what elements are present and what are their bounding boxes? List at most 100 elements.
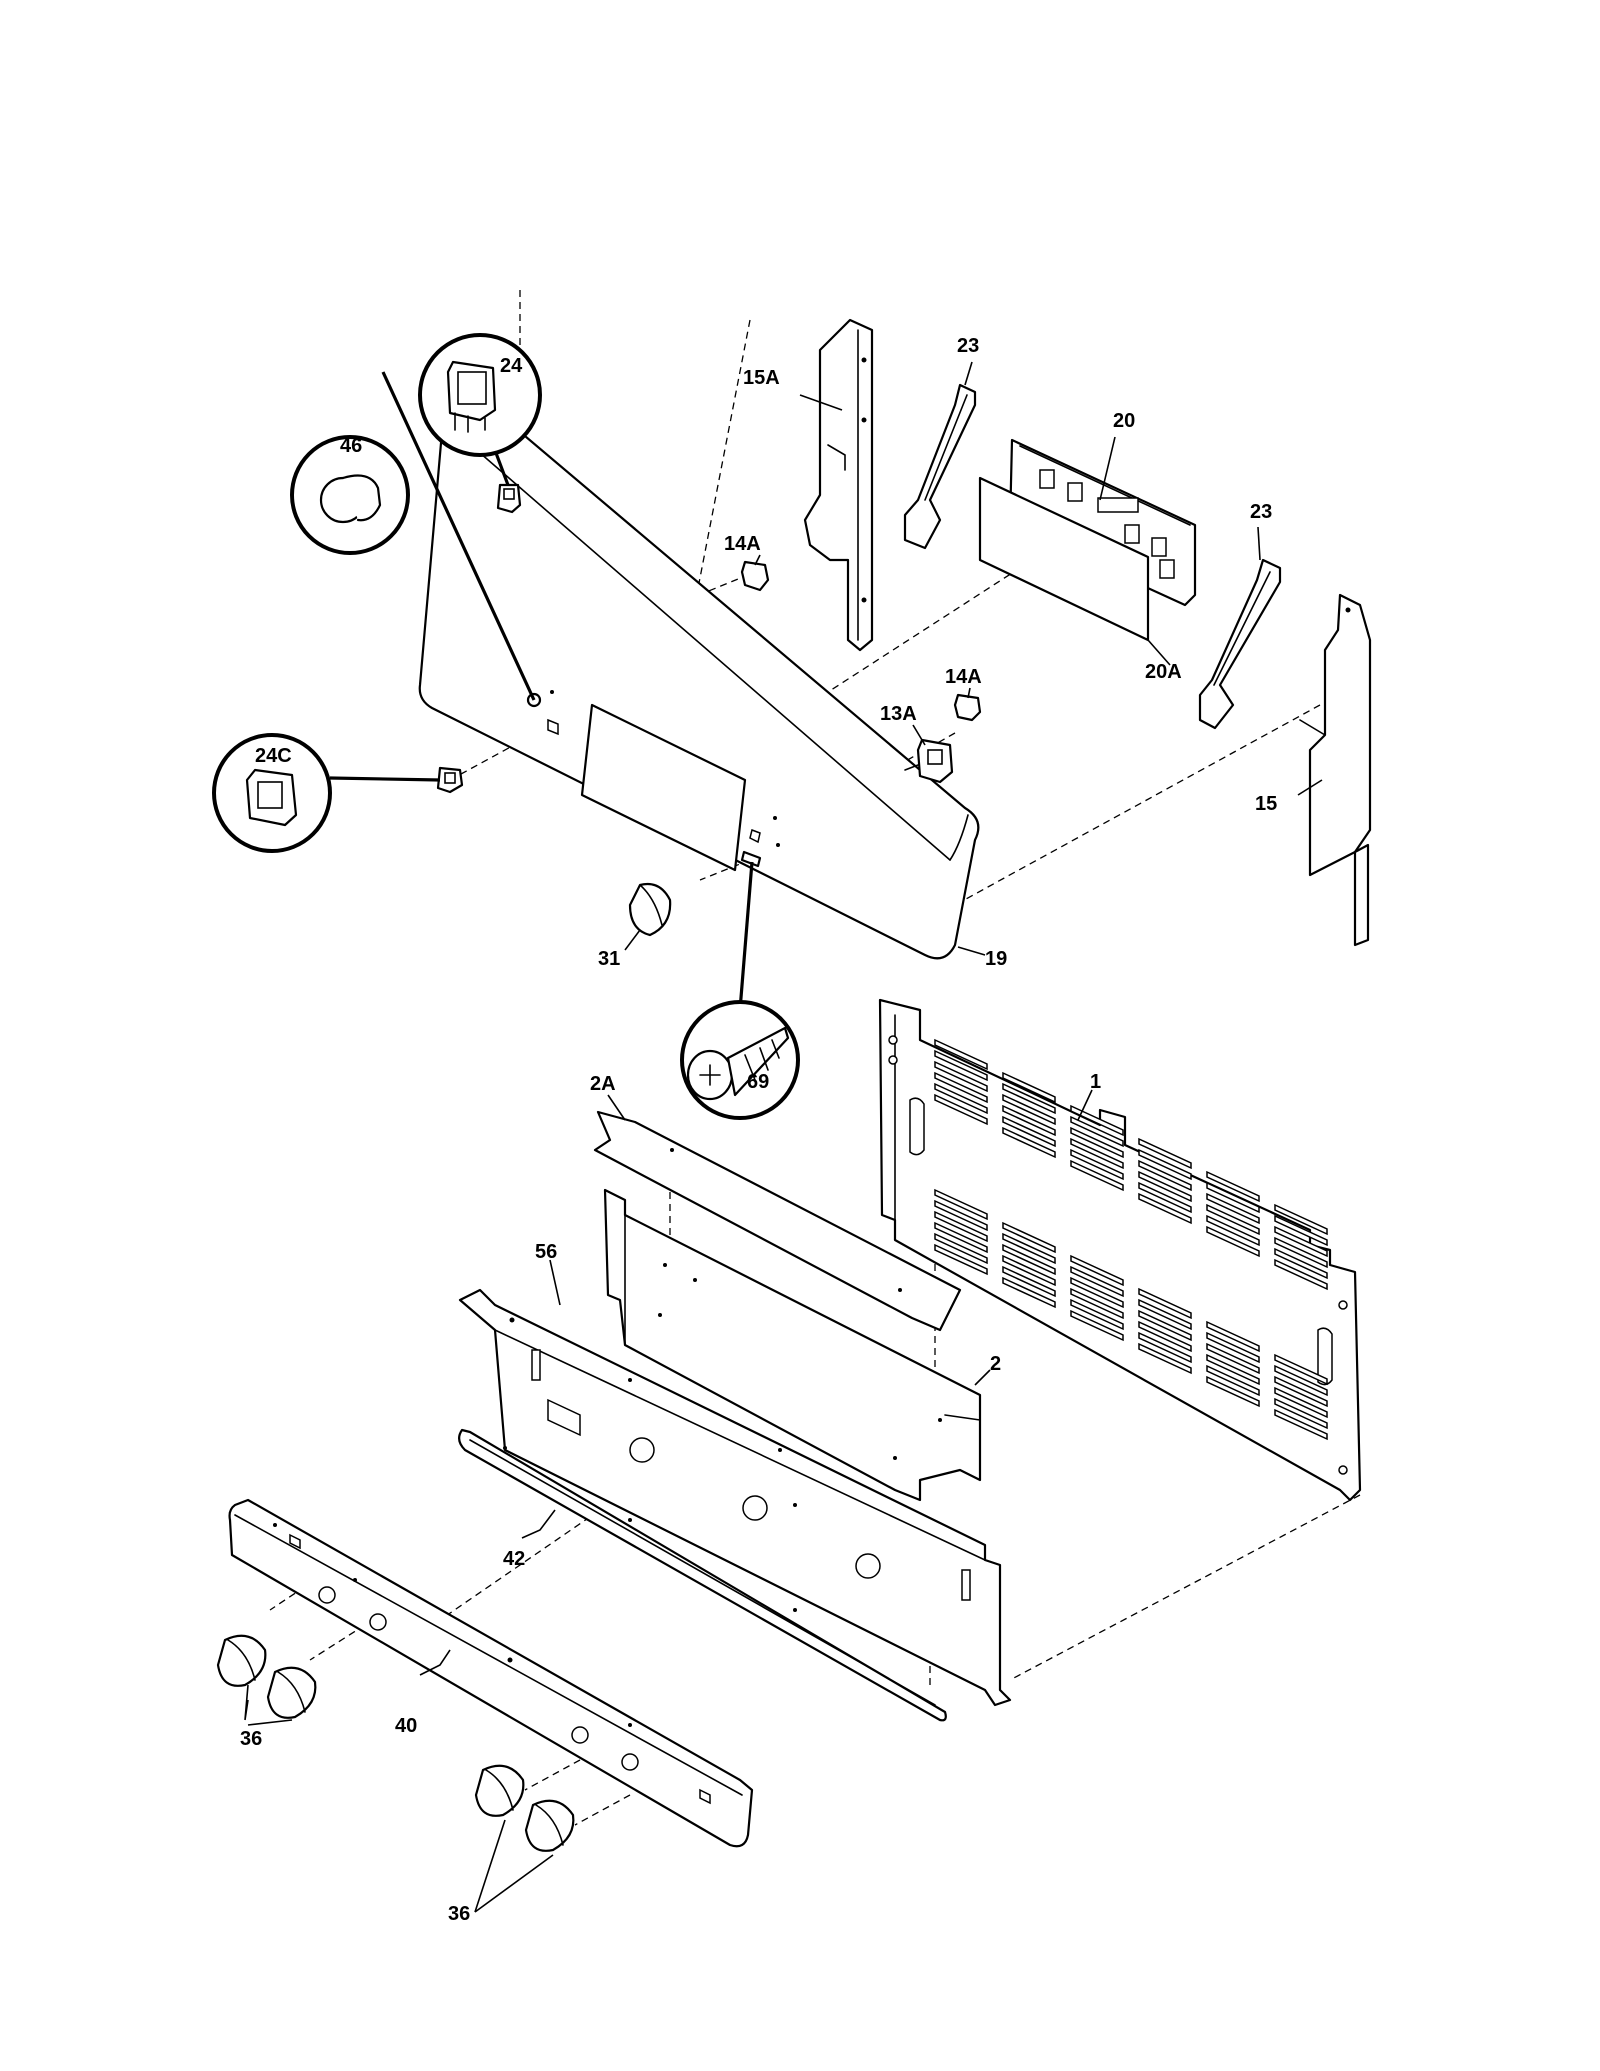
part-19-backguard — [418, 393, 980, 960]
callout-24c-circle — [212, 733, 332, 853]
part-24-switch-small — [496, 483, 522, 514]
part-31-knob — [628, 882, 672, 937]
part-13a-switch — [904, 738, 954, 784]
louver-slot — [934, 1082, 988, 1115]
part-14a-clip-lower — [953, 693, 982, 722]
louver-slot — [1206, 1364, 1260, 1397]
louver-slot — [1002, 1093, 1056, 1126]
louver-slot — [1274, 1203, 1328, 1236]
louver-slot — [1070, 1276, 1124, 1309]
louver-slot — [1002, 1104, 1056, 1137]
louver-slot — [1070, 1137, 1124, 1170]
louver-slot — [1138, 1320, 1192, 1353]
louver-slot — [1274, 1258, 1328, 1291]
label-24c: 24C — [255, 745, 292, 767]
louver-slot — [1002, 1071, 1056, 1104]
louver-slot — [934, 1038, 988, 1071]
louver-slot — [1206, 1331, 1260, 1364]
louver-slot — [1002, 1265, 1056, 1298]
louver-slot — [1002, 1254, 1056, 1287]
louver-slot — [934, 1049, 988, 1082]
louver-slot — [1138, 1331, 1192, 1364]
louver-slot — [1138, 1148, 1192, 1181]
louver-slot — [934, 1243, 988, 1276]
label-14a-upper: 14A — [724, 533, 761, 555]
louver-slot — [1070, 1115, 1124, 1148]
louver-slot — [1274, 1386, 1328, 1419]
label-42: 42 — [503, 1548, 525, 1570]
label-69: 69 — [747, 1071, 769, 1093]
louver-slot — [1206, 1353, 1260, 1386]
louver-slot — [1070, 1254, 1124, 1287]
label-15: 15 — [1255, 793, 1277, 815]
label-20: 20 — [1113, 410, 1135, 432]
label-2: 2 — [990, 1353, 1001, 1375]
louver-slot — [1206, 1225, 1260, 1258]
louver-slot — [1070, 1287, 1124, 1320]
part-36-knobs-right — [474, 1764, 575, 1852]
label-46: 46 — [340, 435, 362, 457]
louver-slot — [1070, 1265, 1124, 1298]
label-23-left: 23 — [957, 335, 979, 357]
part-23-clip-right — [1198, 558, 1282, 730]
louver-slot — [1206, 1192, 1260, 1225]
label-13a: 13A — [880, 703, 917, 725]
louver-slot — [1138, 1342, 1192, 1375]
louver-slot — [1002, 1232, 1056, 1265]
part-36-knobs-left — [216, 1634, 317, 1719]
louver-slot — [1274, 1225, 1328, 1258]
louver-slot — [1206, 1320, 1260, 1353]
louver-slot — [1070, 1104, 1124, 1137]
louver-slot — [1138, 1159, 1192, 1192]
louver-slot — [1002, 1221, 1056, 1254]
louver-slot — [1138, 1170, 1192, 1203]
louver-slot — [1274, 1397, 1328, 1430]
part-14a-clip-upper — [740, 560, 770, 592]
louver-slot — [1138, 1309, 1192, 1342]
louver-slot — [1206, 1342, 1260, 1375]
callout-46-circle — [290, 435, 410, 555]
louver-slot — [1002, 1276, 1056, 1309]
louver-slot — [1002, 1243, 1056, 1276]
label-15a: 15A — [743, 367, 780, 389]
part-69-screw-small — [740, 850, 762, 868]
louvers — [934, 1038, 1328, 1441]
louver-slot — [1274, 1236, 1328, 1269]
louver-slot — [934, 1232, 988, 1265]
label-19: 19 — [985, 948, 1007, 970]
louver-slot — [934, 1210, 988, 1243]
part-2-plate — [603, 1188, 982, 1502]
label-20a: 20A — [1145, 661, 1182, 683]
label-2a: 2A — [590, 1073, 616, 1095]
part-1-rear-panel — [878, 998, 1362, 1502]
louver-slot — [1274, 1408, 1328, 1441]
label-56: 56 — [535, 1241, 557, 1263]
label-36-left: 36 — [240, 1728, 262, 1750]
part-number-labels: 1 2 2A 13A 14A 14A 15 15A 19 20 20A 23 2… — [240, 335, 1277, 1925]
part-15-end-bracket — [1299, 593, 1372, 947]
louver-slot — [934, 1199, 988, 1232]
louver-slot — [1070, 1126, 1124, 1159]
label-36-right: 36 — [448, 1903, 470, 1925]
part-15a-end-bracket — [803, 318, 874, 652]
louver-slot — [1070, 1159, 1124, 1192]
louver-slot — [1002, 1115, 1056, 1148]
louver-slot — [1274, 1353, 1328, 1386]
louver-slot — [934, 1221, 988, 1254]
louver-slot — [1274, 1247, 1328, 1280]
louver-slot — [1274, 1364, 1328, 1397]
label-23-right: 23 — [1250, 501, 1272, 523]
callout-69-circle — [680, 1000, 800, 1120]
louver-slot — [1070, 1309, 1124, 1342]
louver-slot — [1206, 1375, 1260, 1408]
louver-slot — [1206, 1214, 1260, 1247]
louver-slot — [1274, 1375, 1328, 1408]
louver-slot — [1138, 1192, 1192, 1225]
label-31: 31 — [598, 948, 620, 970]
part-23-clip-left — [903, 383, 977, 550]
label-40: 40 — [395, 1715, 417, 1737]
leader-lines — [244, 361, 1323, 1913]
louver-slot — [1138, 1287, 1192, 1320]
part-40-manifold-panel — [228, 1498, 754, 1848]
